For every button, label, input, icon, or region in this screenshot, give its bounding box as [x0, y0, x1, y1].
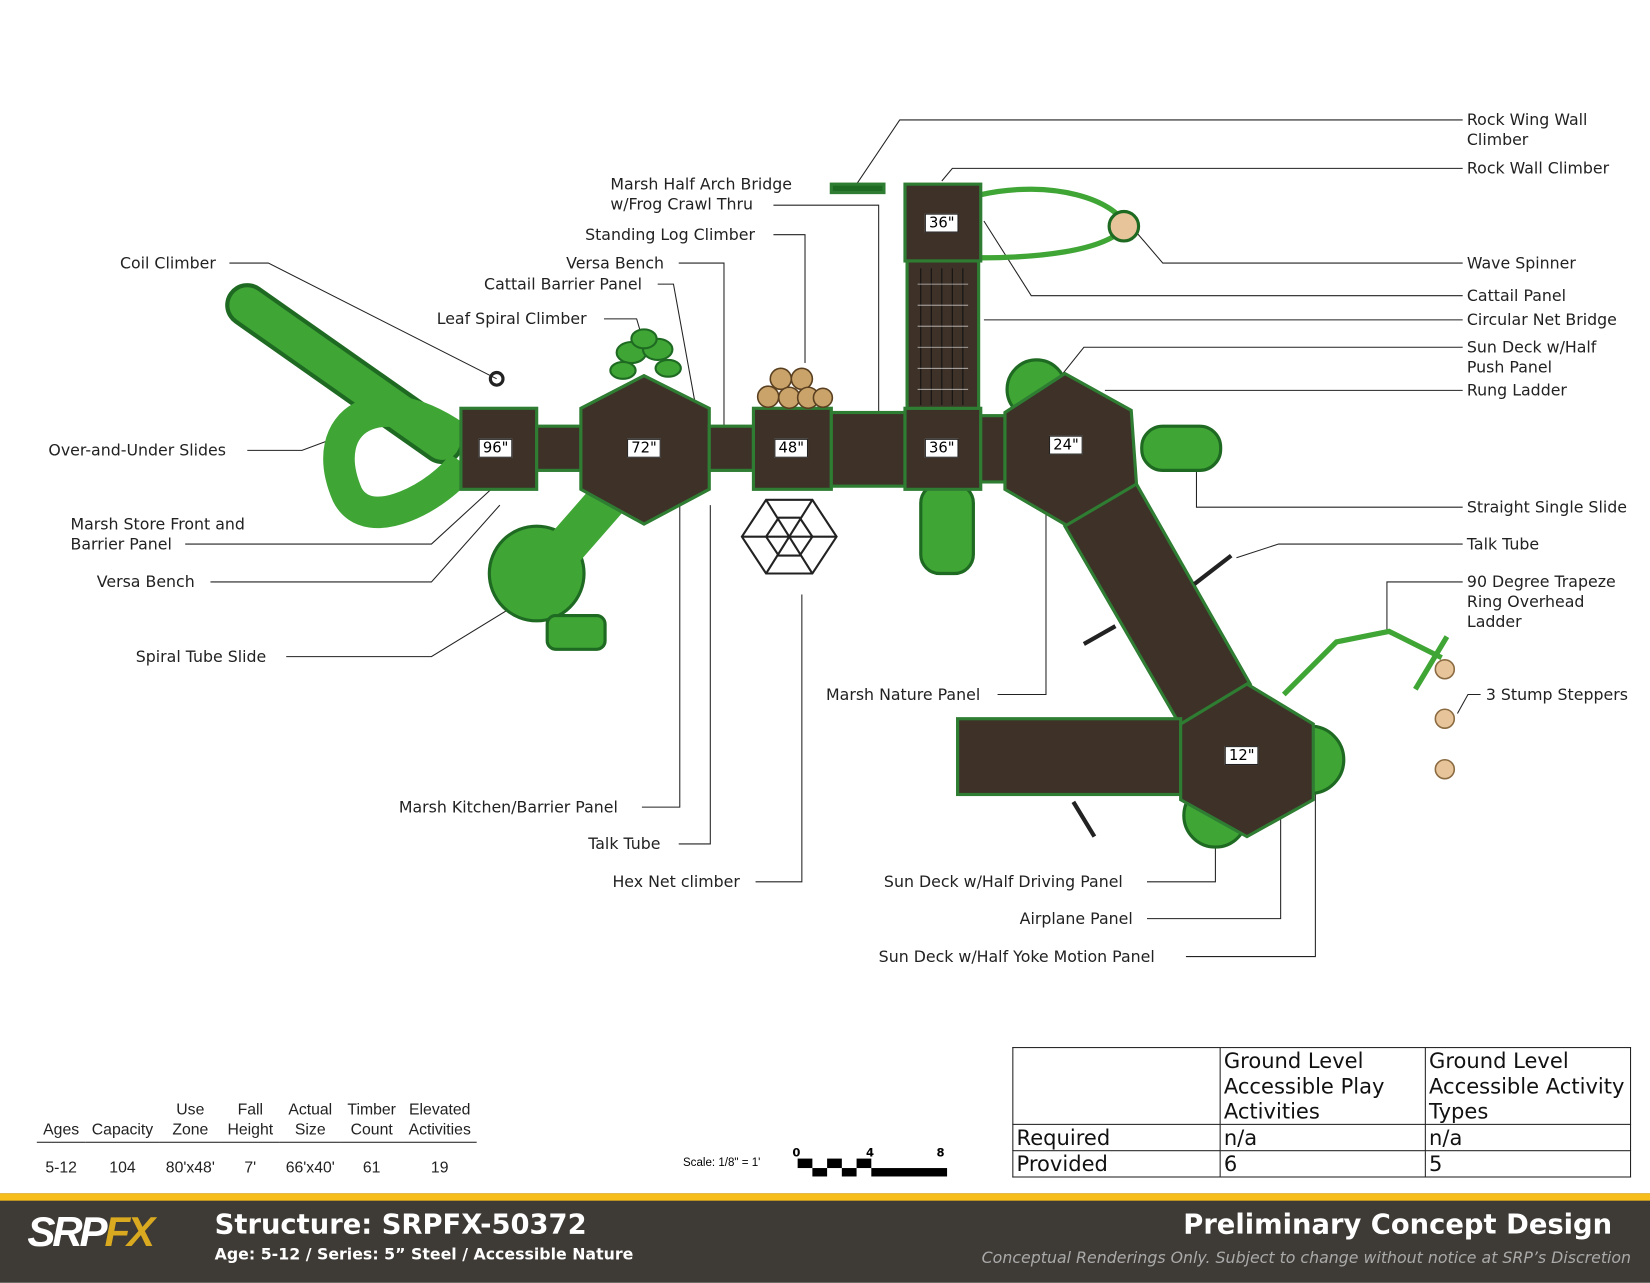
stat-header: Ages	[36, 1099, 86, 1143]
structure-subtitle: Age: 5-12 / Series: 5” Steel / Accessibl…	[214, 1244, 634, 1264]
accessibility-table: Ground Level Accessible Play Activities …	[1012, 1047, 1632, 1178]
callout-half-arch-bridge: Marsh Half Arch Bridge w/Frog Crawl Thru	[610, 174, 792, 214]
callout-rung-ladder: Rung Ladder	[1466, 380, 1567, 400]
stat-value: 104	[109, 1158, 136, 1177]
deck-height-label: 72"	[627, 438, 661, 458]
callout-talk-tube: Talk Tube	[1466, 534, 1540, 554]
stat-header: Capacity	[85, 1099, 160, 1143]
callout-cattail-barrier: Cattail Barrier Panel	[484, 274, 642, 294]
stat-value: 80'x48'	[165, 1158, 215, 1177]
talk-tubes	[1071, 553, 1233, 838]
stat-header: Actual Size	[279, 1099, 342, 1143]
access-value: n/a	[1424, 1123, 1632, 1152]
leader-lines	[185, 119, 1481, 958]
stump-steppers	[1434, 659, 1456, 780]
scale-label: Scale: 1/8" = 1'	[682, 1156, 761, 1170]
stat-value: 66'x40'	[285, 1158, 335, 1177]
callout-over-under-slides: Over-and-Under Slides	[48, 440, 226, 460]
access-value: n/a	[1219, 1123, 1426, 1152]
callout-leaf-spiral-climber: Leaf Spiral Climber	[436, 309, 587, 329]
callout-standing-log-climber: Standing Log Climber	[585, 225, 756, 245]
access-value: 5	[1424, 1150, 1632, 1178]
stat-header: Use Zone	[159, 1099, 222, 1143]
srpfx-logo: SRPFX	[27, 1209, 155, 1256]
access-header: Ground Level Accessible Activity Types	[1424, 1047, 1632, 1125]
scale-tick: 0	[792, 1145, 800, 1159]
deck-height-label: 12"	[1224, 746, 1259, 766]
stat-header: Elevated Activities	[402, 1099, 478, 1143]
callout-cattail-panel: Cattail Panel	[1466, 286, 1567, 306]
access-value: 6	[1219, 1150, 1426, 1178]
callout-yoke-panel: Sun Deck w/Half Yoke Motion Panel	[878, 947, 1155, 967]
hex-net-climber	[740, 498, 838, 575]
disclaimer: Conceptual Renderings Only. Subject to c…	[981, 1248, 1632, 1267]
callout-rock-wing-wall-climber: Rock Wing Wall Climber	[1466, 110, 1588, 150]
deck-height-label: 36"	[924, 438, 959, 458]
scale-tick: 4	[866, 1145, 874, 1159]
scale-tick: 8	[937, 1145, 945, 1159]
deck-height-label: 36"	[924, 213, 959, 233]
callout-straight-single-slide: Straight Single Slide	[1466, 497, 1627, 517]
callout-spiral-tube-slide: Spiral Tube Slide	[135, 647, 267, 667]
callout-kitchen-panel: Marsh Kitchen/Barrier Panel	[398, 797, 618, 817]
structure-title: Structure: SRPFX-50372	[214, 1209, 587, 1241]
callout-talk-tube-bottom: Talk Tube	[588, 834, 661, 854]
stat-value: 19	[430, 1158, 449, 1177]
callout-trapeze-ladder: 90 Degree Trapeze Ring Overhead Ladder	[1466, 572, 1616, 632]
circular-net-bridge	[920, 268, 964, 406]
callout-stump-steppers: 3 Stump Steppers	[1485, 685, 1628, 704]
leaf-spiral-climber	[609, 328, 682, 380]
callout-circular-net-bridge: Circular Net Bridge	[1466, 310, 1617, 330]
callout-coil-climber: Coil Climber	[119, 253, 216, 273]
deck-height-label: 48"	[774, 438, 809, 458]
wave-spinner-icon	[1107, 209, 1141, 243]
callout-hex-net-climber: Hex Net climber	[612, 872, 740, 892]
callout-driving-panel: Sun Deck w/Half Driving Panel	[883, 872, 1123, 892]
stat-value: 7'	[244, 1158, 257, 1177]
footer-bar: SRPFX Structure: SRPFX-50372 Age: 5-12 /…	[0, 1193, 1650, 1283]
scale-bar: 0 4 8	[792, 1145, 948, 1177]
access-row-label: Provided	[1012, 1150, 1221, 1178]
access-row-label: Required	[1012, 1123, 1221, 1152]
callout-sun-deck-push: Sun Deck w/Half Push Panel	[1466, 337, 1597, 377]
stat-value: 5-12	[45, 1158, 77, 1177]
stat-header: Timber Count	[341, 1099, 403, 1143]
callout-nature-panel: Marsh Nature Panel	[826, 685, 981, 704]
callout-airplane-panel: Airplane Panel	[1019, 909, 1133, 929]
callout-rock-wall-climber: Rock Wall Climber	[1466, 158, 1610, 178]
callout-wave-spinner: Wave Spinner	[1466, 253, 1576, 273]
callout-store-front: Marsh Store Front and Barrier Panel	[70, 514, 245, 554]
structure-stats: Ages Capacity Use Zone Fall Height Actua…	[36, 1099, 478, 1177]
access-header: Ground Level Accessible Play Activities	[1219, 1047, 1426, 1125]
deck-height-label: 96"	[478, 438, 513, 458]
design-status: Preliminary Concept Design	[1183, 1209, 1613, 1241]
stat-header: Fall Height	[221, 1099, 280, 1143]
deck-height-label: 24"	[1049, 435, 1083, 455]
standing-log-climber	[756, 367, 834, 410]
callout-versa-bench-top: Versa Bench	[566, 253, 665, 273]
callout-versa-bench: Versa Bench	[96, 572, 195, 592]
stat-value: 61	[362, 1158, 381, 1177]
